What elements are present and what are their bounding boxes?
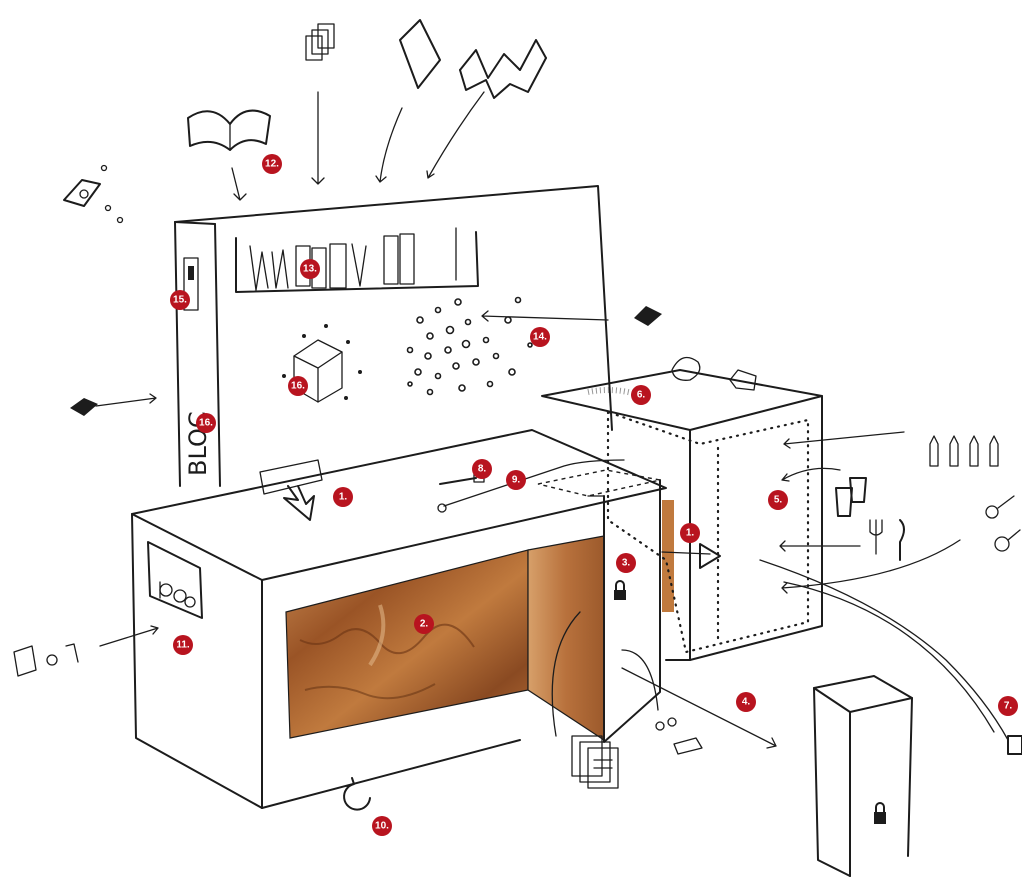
number-marker: 9. (506, 470, 526, 490)
svg-text:1.: 1. (686, 528, 695, 539)
svg-text:16.: 16. (199, 418, 213, 429)
card-reader-icon (1008, 736, 1022, 754)
svg-text:11.: 11. (176, 640, 190, 651)
number-marker: 6. (631, 385, 651, 405)
banknote-icon (64, 166, 123, 223)
slot-item (188, 266, 194, 280)
svg-text:3.: 3. (622, 558, 631, 569)
standalone-locker (814, 676, 912, 876)
cards-icon (306, 24, 334, 60)
bottles-icon (930, 436, 998, 466)
book-shelf (236, 228, 478, 292)
closed-book-icon (400, 20, 440, 88)
svg-text:7.: 7. (1004, 701, 1013, 712)
number-marker: 2. (414, 614, 434, 634)
number-marker: 16. (288, 376, 308, 396)
rust-front-panel (286, 536, 604, 740)
number-marker: 15. (170, 290, 190, 310)
number-marker: 13. (300, 259, 320, 279)
padlock-icon (614, 581, 626, 600)
coins-icon (656, 718, 702, 754)
open-book-icon (188, 111, 270, 150)
number-marker: 14. (530, 327, 550, 347)
number-marker: 11. (173, 635, 193, 655)
number-marker: 4. (736, 692, 756, 712)
svg-text:12.: 12. (265, 159, 279, 170)
svg-text:2.: 2. (420, 619, 429, 630)
svg-text:4.: 4. (742, 697, 751, 708)
number-marker: 7. (998, 696, 1018, 716)
rust-strip (662, 500, 674, 612)
number-marker: 16. (196, 413, 216, 433)
cutlery-icon (870, 520, 904, 560)
svg-text:8.: 8. (478, 464, 487, 475)
svg-text:10.: 10. (375, 821, 389, 832)
side-display-window (148, 542, 202, 618)
padlock-icon (874, 803, 886, 824)
eye-icon (634, 306, 662, 326)
svg-text:5.: 5. (774, 495, 783, 506)
number-marker: 3. (616, 553, 636, 573)
svg-text:9.: 9. (512, 475, 521, 486)
folded-leaflet-icon (460, 40, 546, 98)
number-marker: 1. (680, 523, 700, 543)
number-marker: 12. (262, 154, 282, 174)
cups-icon (836, 478, 866, 516)
svg-text:15.: 15. (173, 295, 187, 306)
svg-text:13.: 13. (303, 264, 317, 275)
svg-text:16.: 16. (291, 381, 305, 392)
svg-text:6.: 6. (637, 390, 646, 401)
number-marker: 1. (333, 487, 353, 507)
number-marker: 5. (768, 490, 788, 510)
number-marker: 8. (472, 459, 492, 479)
keys-icon (986, 496, 1020, 551)
eye-icon (70, 398, 98, 416)
documents-icon (572, 736, 618, 788)
ruler-icon (14, 644, 78, 676)
number-marker: 10. (372, 816, 392, 836)
dot-constellation-graphic (408, 298, 533, 395)
svg-text:14.: 14. (533, 332, 547, 343)
svg-text:1.: 1. (339, 492, 348, 503)
desk-slot-arrow (260, 460, 322, 520)
cube-top-items (588, 358, 756, 399)
